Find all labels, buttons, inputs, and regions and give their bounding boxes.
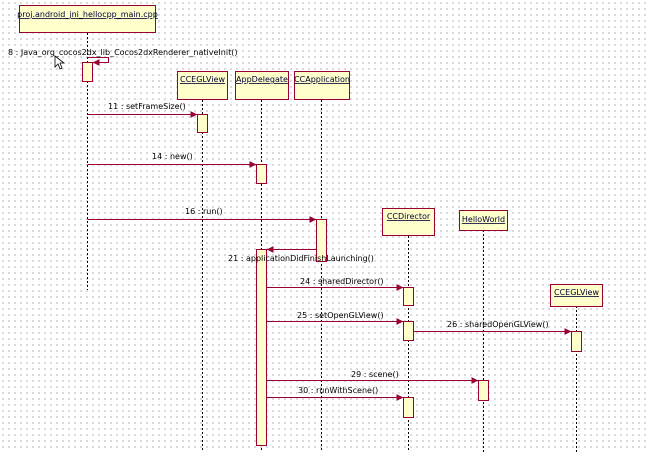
message-16-label: 16 : run() [185, 207, 223, 216]
messages [87, 57, 572, 401]
lifeline-label: HelloWorld [462, 215, 505, 224]
message-29-label: 29 : scene() [351, 370, 399, 379]
lifeline-label: CCDirector [387, 212, 431, 221]
activation-hello-world [478, 380, 489, 401]
message-14-label: 14 : new() [152, 152, 193, 161]
message-8-label: 8 : Java_org_cocos2dx_lib_Cocos2dxRender… [8, 48, 237, 57]
message-labels: 8 : Java_org_cocos2dx_lib_Cocos2dxRender… [8, 48, 549, 395]
header-ccegl-view-2[interactable]: CCEGLView [550, 284, 603, 307]
activation-ccegl-view [197, 114, 208, 133]
header-cc-director[interactable]: CCDirector [382, 208, 435, 236]
activation-ccegl-view-2 [571, 331, 582, 352]
activation-app-delegate-launch [256, 249, 267, 446]
lifeline-label: CCApplication [294, 75, 350, 84]
activation-cc-director-25 [403, 321, 414, 341]
message-24-label: 24 : sharedDirector() [300, 277, 384, 286]
header-cc-application[interactable]: CCApplication [294, 71, 350, 100]
header-main[interactable]: proj.android_jni_hellocpp_main.cpp [17, 5, 158, 33]
activation-app-delegate-new [256, 164, 267, 184]
activation-cc-director-24 [403, 287, 414, 306]
lifeline-label: AppDelegate [236, 75, 288, 84]
mouse-cursor-icon [54, 55, 66, 70]
lifeline-label: CCEGLView [554, 288, 599, 297]
activation-cc-director-30 [403, 397, 414, 418]
message-21-label: 21 : applicationDidFinishLaunching() [228, 254, 374, 263]
message-30-label: 30 : runWithScene() [298, 386, 378, 395]
message-8-arrow [87, 57, 109, 66]
lifeline-label: CCEGLView [180, 75, 225, 84]
header-ccegl-view[interactable]: CCEGLView [177, 71, 228, 100]
message-26-label: 26 : sharedOpenGLView() [447, 320, 549, 329]
header-app-delegate[interactable]: AppDelegate [235, 71, 289, 100]
activations [82, 62, 582, 446]
message-11-label: 11 : setFrameSize() [108, 102, 186, 111]
activation-main [82, 62, 93, 82]
message-25-label: 25 : setOpenGLView() [297, 311, 384, 320]
header-hello-world[interactable]: HelloWorld [459, 210, 508, 231]
activation-cc-application [316, 219, 327, 262]
lifeline-label: proj.android_jni_hellocpp_main.cpp [17, 10, 158, 19]
